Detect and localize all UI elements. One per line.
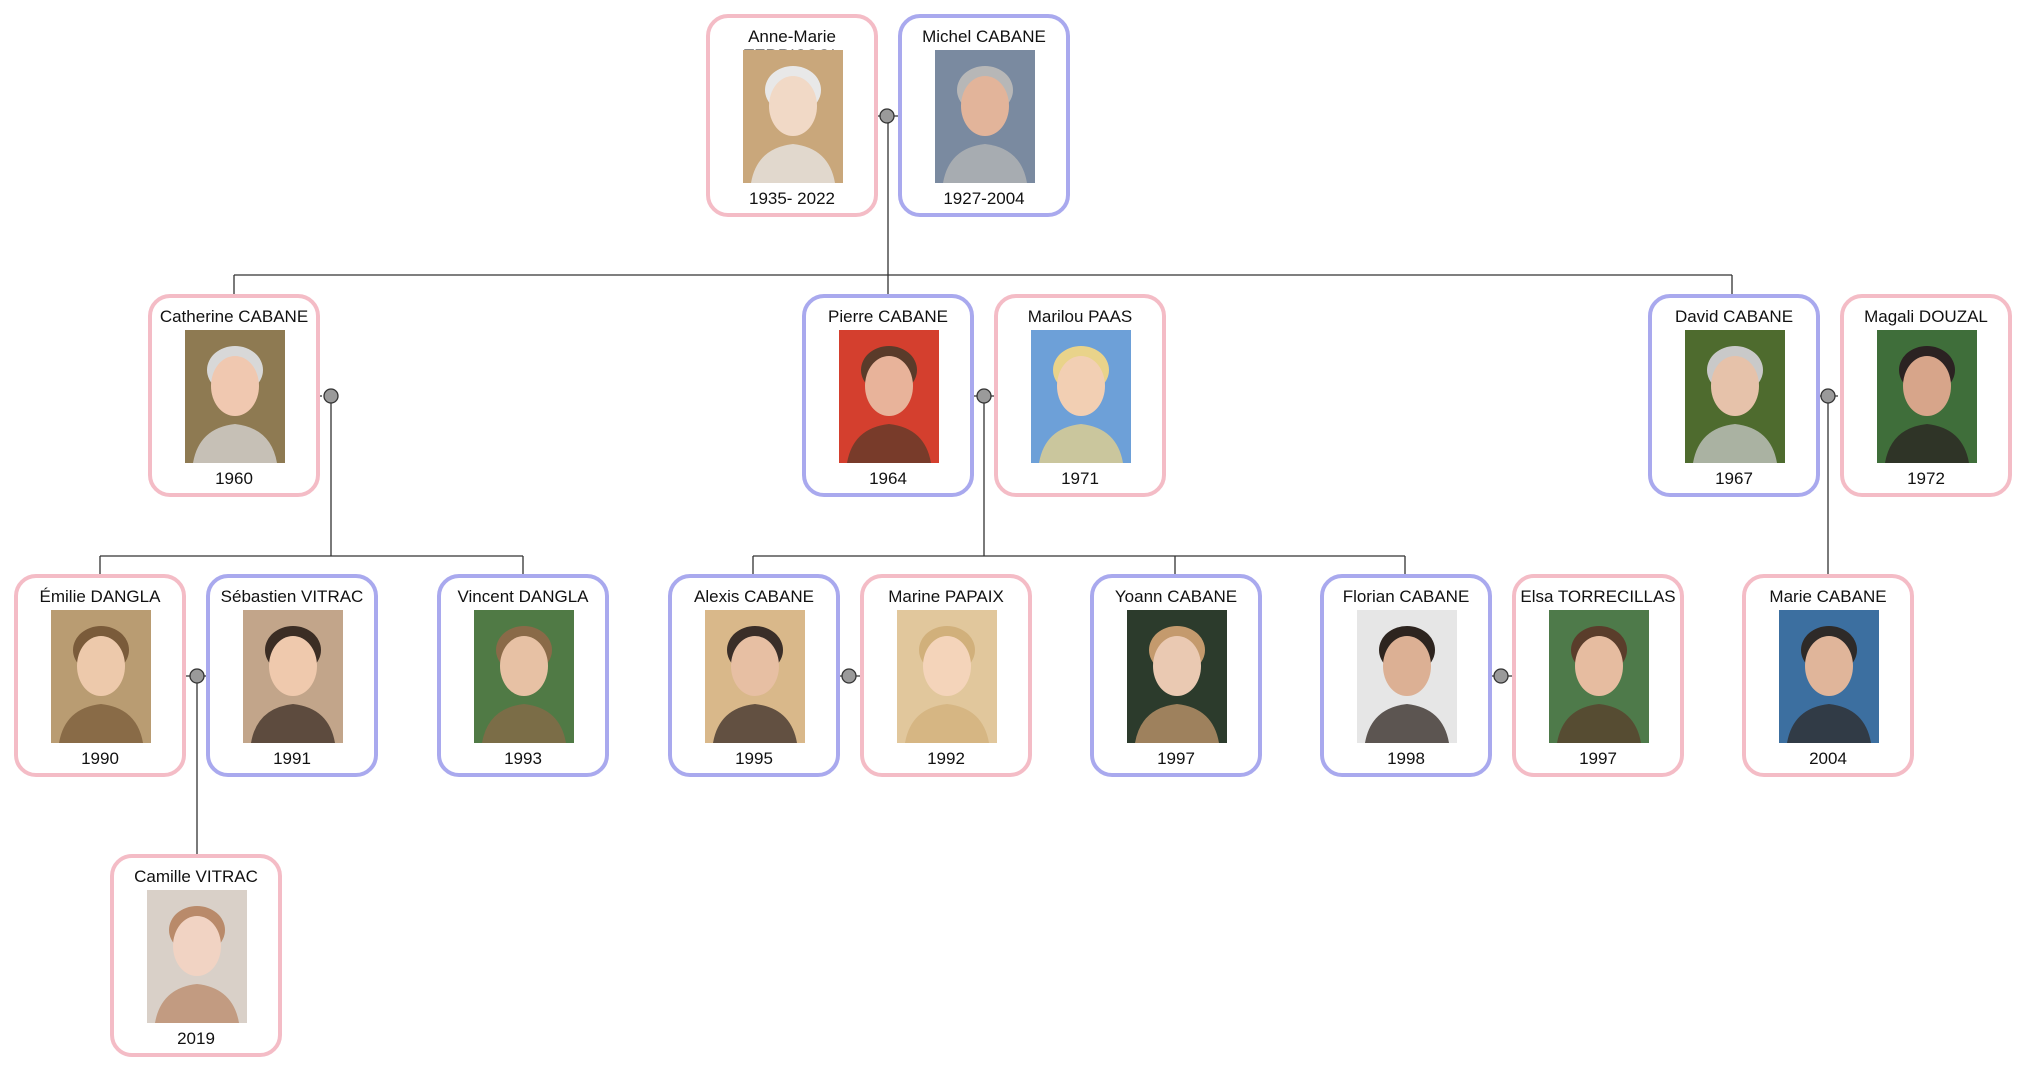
person-dates: 1992	[927, 749, 965, 768]
person-dates: 1995	[735, 749, 773, 768]
union-dot	[1493, 668, 1509, 684]
union-dot	[976, 388, 992, 404]
portrait-photo-icon	[935, 50, 1035, 183]
person-dates: 2019	[177, 1029, 215, 1048]
person-card-yoann-cabane[interactable]: Yoann CABANE 1997	[1090, 574, 1262, 777]
person-dates: 2004	[1809, 749, 1847, 768]
portrait-photo-icon	[243, 610, 343, 743]
person-name: Elsa TORRECILLAS	[1520, 587, 1676, 606]
union-dot	[879, 108, 895, 124]
person-card-alexis-cabane[interactable]: Alexis CABANE 1995	[668, 574, 840, 777]
person-name: Marie CABANE	[1769, 587, 1887, 606]
portrait-photo-icon	[474, 610, 574, 743]
union-dot	[189, 668, 205, 684]
portrait-photo-icon	[897, 610, 997, 743]
person-name: Vincent DANGLA	[457, 587, 589, 606]
person-name: Catherine CABANE	[159, 307, 309, 326]
person-dates: 1967	[1715, 469, 1753, 488]
person-dates: 1997	[1157, 749, 1195, 768]
person-dates: 1964	[869, 469, 907, 488]
person-name: Yoann CABANE	[1114, 587, 1238, 606]
person-dates: 1993	[504, 749, 542, 768]
portrait-photo-icon	[1549, 610, 1649, 743]
portrait-photo-icon	[1685, 330, 1785, 463]
portrait-photo-icon	[185, 330, 285, 463]
person-name: Marine PAPAIX	[888, 587, 1004, 606]
person-card-elsa-torrecillas[interactable]: Elsa TORRECILLAS 1997	[1512, 574, 1684, 777]
person-card-florian-cabane[interactable]: Florian CABANE 1998	[1320, 574, 1492, 777]
portrait-photo-icon	[147, 890, 247, 1023]
person-card-michel-cabane[interactable]: Michel CABANE 1927-2004	[898, 14, 1070, 217]
person-card-camille-vitrac[interactable]: Camille VITRAC 2019	[110, 854, 282, 1057]
person-dates: 1997	[1579, 749, 1617, 768]
person-card-marie-cabane[interactable]: Marie CABANE 2004	[1742, 574, 1914, 777]
person-card-emilie-dangla[interactable]: Émilie DANGLA 1990	[14, 574, 186, 777]
person-name: Alexis CABANE	[694, 587, 814, 606]
person-dates: 1927-2004	[943, 189, 1025, 208]
union-dot	[323, 388, 339, 404]
portrait-photo-icon	[705, 610, 805, 743]
person-dates: 1972	[1907, 469, 1945, 488]
person-dates: 1971	[1061, 469, 1099, 488]
person-name: Émilie DANGLA	[39, 587, 161, 606]
person-name: Michel CABANE	[922, 27, 1046, 46]
person-name: Magali DOUZAL	[1864, 307, 1988, 326]
person-card-sebastien-vitrac[interactable]: Sébastien VITRAC 1991	[206, 574, 378, 777]
person-name: Pierre CABANE	[828, 307, 948, 326]
person-card-catherine-cabane[interactable]: Catherine CABANE 1960	[148, 294, 320, 497]
person-dates: 1960	[215, 469, 253, 488]
person-dates: 1991	[273, 749, 311, 768]
union-dot	[1820, 388, 1836, 404]
person-dates: 1990	[81, 749, 119, 768]
person-name: Florian CABANE	[1342, 587, 1470, 606]
person-card-magali-douzal[interactable]: Magali DOUZAL 1972	[1840, 294, 2012, 497]
person-card-david-cabane[interactable]: David CABANE 1967	[1648, 294, 1820, 497]
portrait-photo-icon	[1127, 610, 1227, 743]
person-card-marine-papaix[interactable]: Marine PAPAIX 1992	[860, 574, 1032, 777]
person-card-vincent-dangla[interactable]: Vincent DANGLA 1993	[437, 574, 609, 777]
person-card-anne-marie-terrissol[interactable]: Anne-MarieTERRISSOL 1935- 2022	[706, 14, 878, 217]
person-dates: 1998	[1387, 749, 1425, 768]
person-name: Sébastien VITRAC	[220, 587, 364, 606]
person-name: David CABANE	[1674, 307, 1794, 326]
portrait-photo-icon	[51, 610, 151, 743]
person-card-pierre-cabane[interactable]: Pierre CABANE 1964	[802, 294, 974, 497]
portrait-photo-icon	[839, 330, 939, 463]
portrait-photo-icon	[1031, 330, 1131, 463]
person-name: Camille VITRAC	[134, 867, 258, 886]
portrait-photo-icon	[1779, 610, 1879, 743]
portrait-photo-icon	[1357, 610, 1457, 743]
portrait-photo-icon	[743, 50, 843, 183]
person-name: Marilou PAAS	[1027, 307, 1133, 326]
person-card-marilou-paas[interactable]: Marilou PAAS 1971	[994, 294, 1166, 497]
person-dates: 1935- 2022	[748, 189, 836, 208]
union-dot	[841, 668, 857, 684]
portrait-photo-icon	[1877, 330, 1977, 463]
